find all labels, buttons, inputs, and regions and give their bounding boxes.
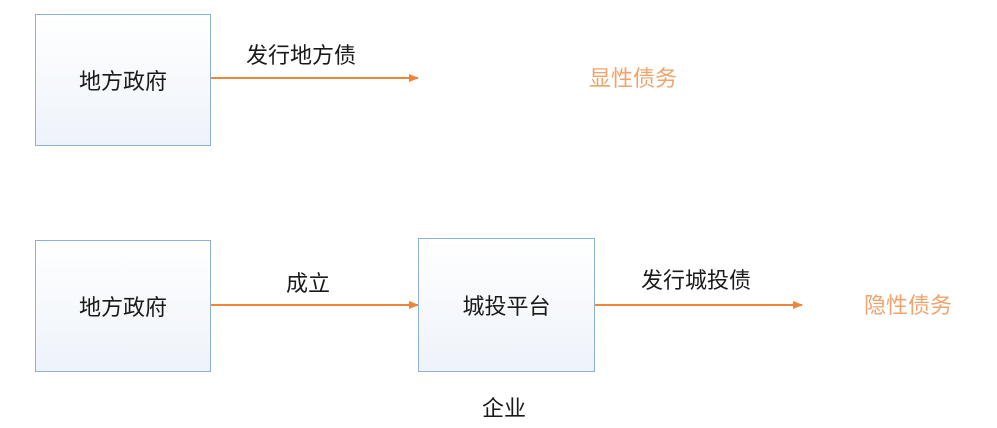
- local-government-box-1: 地方政府: [35, 14, 211, 146]
- local-government-label-1: 地方政府: [78, 70, 167, 95]
- local-government-label-2: 地方政府: [78, 296, 167, 321]
- implicit-debt-label: 隐性债务: [864, 294, 953, 319]
- edge-label-establish: 成立: [286, 272, 331, 297]
- chengtou-platform-box: 城投平台: [418, 238, 595, 372]
- explicit-debt-label: 显性债务: [589, 67, 678, 92]
- local-government-box-2: 地方政府: [35, 240, 211, 372]
- edge-label-issue-local-bond: 发行地方债: [246, 44, 357, 69]
- chengtou-platform-label: 城投平台: [462, 295, 551, 320]
- edge-label-issue-chengtou-bond: 发行城投债: [641, 269, 752, 294]
- enterprise-caption: 企业: [482, 397, 527, 422]
